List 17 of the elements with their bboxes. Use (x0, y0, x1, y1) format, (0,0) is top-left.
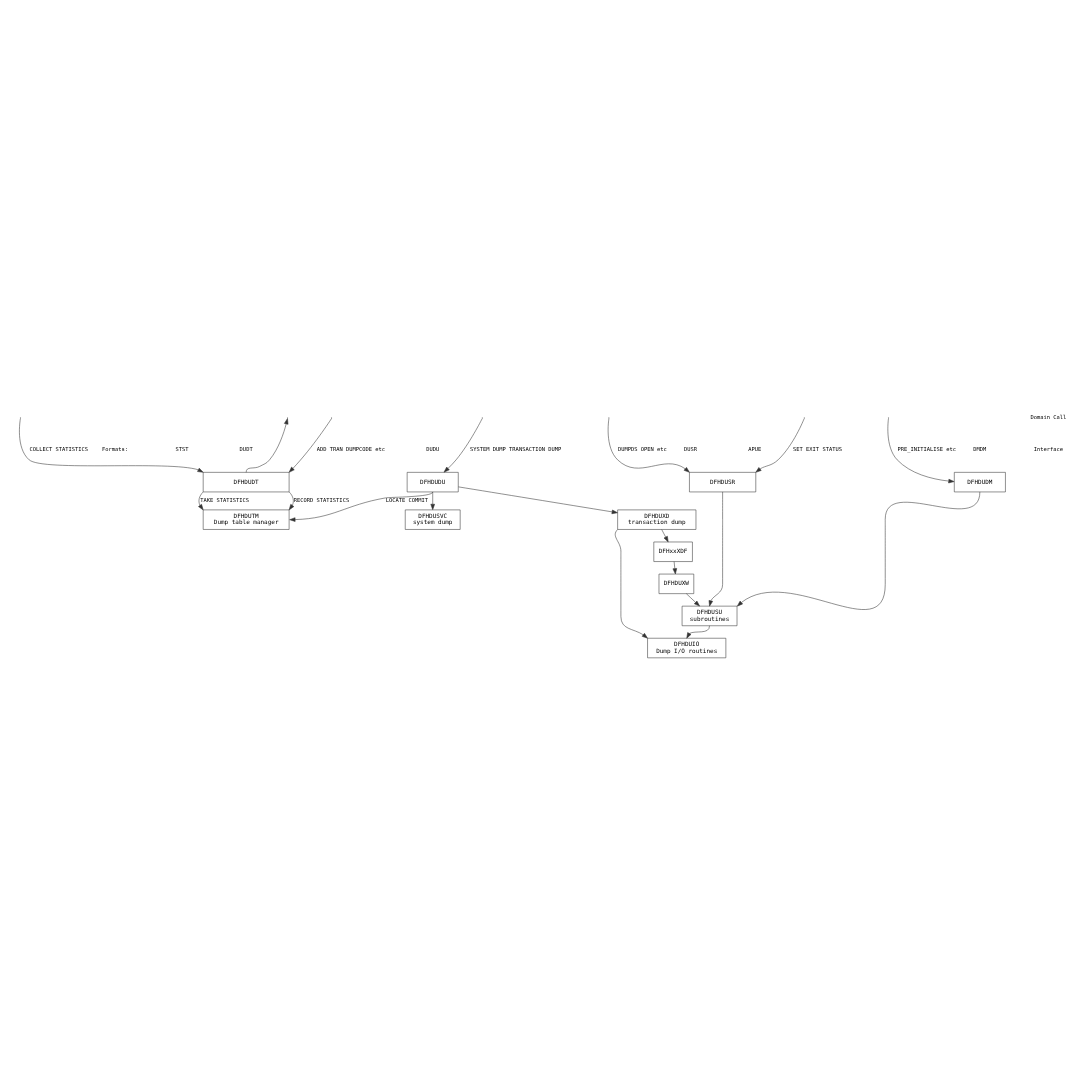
arrow (289, 491, 433, 522)
arrow (686, 593, 700, 607)
arrow (672, 561, 677, 575)
arrow (737, 491, 981, 610)
arrow (686, 625, 710, 639)
arrow (708, 491, 723, 607)
arrow (661, 529, 669, 543)
arrow (198, 491, 204, 511)
arrow (430, 491, 435, 510)
arrow (755, 418, 805, 473)
arrow (614, 529, 648, 639)
arrow (887, 418, 955, 484)
arrow (19, 418, 204, 473)
arrow (443, 418, 483, 473)
arrow (607, 418, 690, 473)
arrow (458, 486, 618, 514)
arrow (288, 491, 295, 511)
